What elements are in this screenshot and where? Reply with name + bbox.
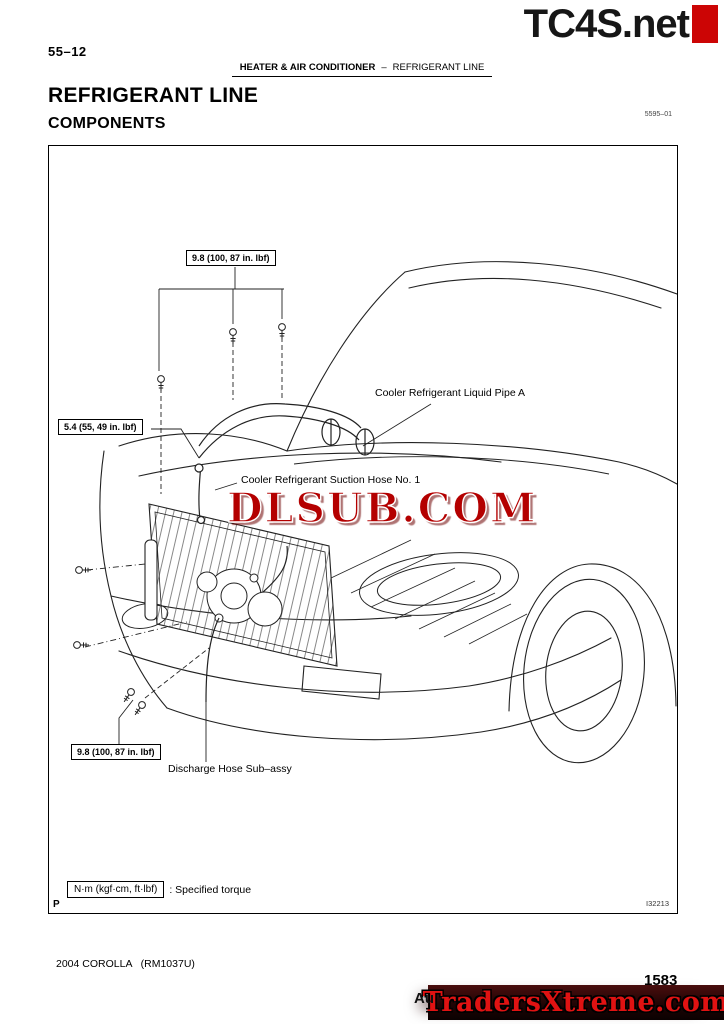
running-head-subsection: REFRIGERANT LINE: [392, 62, 485, 73]
corner-letter: P: [53, 899, 60, 910]
leader-lines: [84, 267, 432, 762]
receiver-drier: [144, 539, 158, 621]
running-head-inner: HEATER & AIR CONDITIONER–REFRIGERANT LIN…: [231, 62, 493, 77]
car-diagram-svg: [73, 261, 677, 764]
torque-legend-caption: : Specified torque: [169, 883, 252, 896]
bolt-icon: [278, 323, 286, 340]
figure-id: I32213: [646, 899, 669, 908]
front-wheel: [523, 578, 645, 764]
torque-unit-box: N·m (kgf·cm, ft·lbf): [67, 881, 165, 898]
figure-code: 5595–01: [644, 111, 672, 118]
running-head: HEATER & AIR CONDITIONER–REFRIGERANT LIN…: [0, 62, 724, 77]
footer-text-fragment: Au: [414, 990, 434, 1007]
torque-spec-left: 5.4 (55, 49 in. lbf): [58, 419, 143, 435]
page-title: REFRIGERANT LINE: [48, 84, 259, 107]
cowl-lines: [293, 456, 610, 475]
bottom-watermark: TradersXtreme.com: [423, 985, 724, 1020]
components-diagram: 9.8 (100, 87 in. lbf) Cooler Refrigerant…: [48, 145, 678, 914]
running-head-section: HEATER & AIR CONDITIONER: [239, 62, 376, 73]
footer-model: 2004 COROLLA (RM1037U): [56, 958, 195, 970]
running-head-dash: –: [381, 62, 387, 73]
label-discharge-hose: Discharge Hose Sub–assy: [168, 763, 292, 775]
section-subtitle: COMPONENTS: [48, 115, 166, 132]
compressor: [196, 568, 283, 627]
pipe-clips: [321, 418, 375, 456]
refrigerant-pipes: [194, 403, 362, 703]
panel-hatching: [330, 539, 528, 645]
bolt-icon: [131, 699, 148, 718]
red-block-icon: [692, 5, 718, 43]
label-suction-hose: Cooler Refrigerant Suction Hose No. 1: [241, 474, 421, 486]
footer-page-number: 1583: [644, 972, 678, 989]
torque-legend: N·m (kgf·cm, ft·lbf) : Specified torque: [67, 881, 251, 898]
top-watermark: TC4S.net: [524, 4, 718, 44]
label-liquid-pipe: Cooler Refrigerant Liquid Pipe A: [375, 387, 526, 399]
top-watermark-text: TC4S.net: [523, 2, 690, 46]
center-watermark: DLSUB.COM: [226, 483, 538, 532]
page-number: 55–12: [48, 44, 87, 59]
bolt-icon: [120, 686, 137, 705]
bolt-icon: [73, 641, 90, 649]
torque-spec-top: 9.8 (100, 87 in. lbf): [186, 250, 276, 266]
bolt-icon: [229, 328, 237, 345]
bottom-watermark-text: TradersXtreme.com: [422, 987, 724, 1018]
torque-spec-bottom: 9.8 (100, 87 in. lbf): [71, 744, 161, 760]
headlight: [359, 552, 519, 616]
